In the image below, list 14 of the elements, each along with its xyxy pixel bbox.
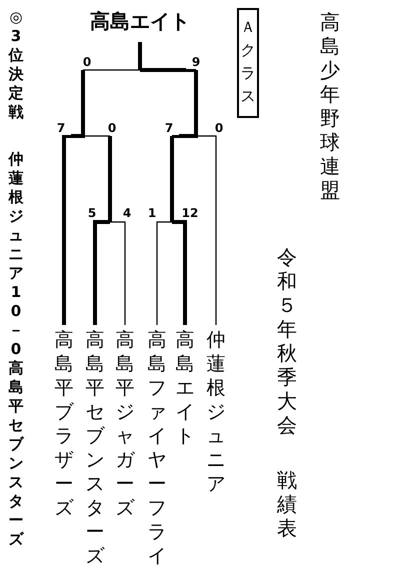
- tournament-title: 令和５年秋季大会: [276, 245, 298, 437]
- score-label: 12: [180, 206, 200, 220]
- team-name: 高島平セブンスターズ: [83, 328, 107, 568]
- third-place-result: 仲蓮根ジュニア10－0高島平セブンスターズ: [7, 150, 26, 549]
- champion-name: 高島エイト: [90, 8, 190, 34]
- team-name: 高島平ブラザーズ: [52, 328, 76, 520]
- team-name: 高島エイト: [173, 328, 197, 448]
- class-label: Ａクラス: [237, 8, 259, 118]
- tournament-title: 戦績表: [276, 468, 298, 540]
- team-name: 高島平ジャガーズ: [113, 328, 137, 520]
- team-name: 高島ファイヤーフライ: [145, 328, 169, 568]
- team-name: 仲蓮根ジュニア: [204, 328, 228, 496]
- third-place-heading: ◎3位決定戦: [7, 8, 24, 122]
- organizer-text: 高島少年野球連盟: [319, 10, 341, 202]
